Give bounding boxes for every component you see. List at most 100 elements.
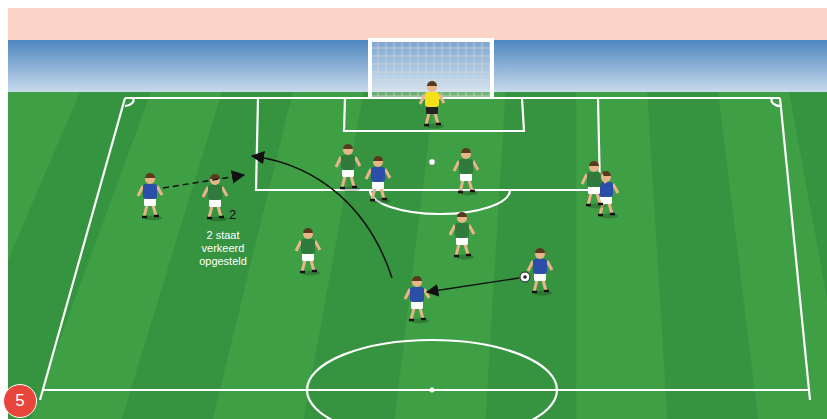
header-band: [8, 8, 827, 40]
ball: [520, 272, 530, 282]
blue-player: [405, 276, 429, 324]
boots: [598, 214, 615, 215]
head: [373, 157, 383, 167]
net-line: [442, 40, 443, 98]
net-line: [402, 40, 403, 98]
head: [427, 82, 437, 92]
pass-arrow: [252, 156, 392, 278]
shorts: [342, 169, 354, 177]
blue-player: [366, 156, 390, 204]
pass-arrow: [427, 278, 519, 292]
net-line: [370, 64, 492, 65]
shirt: [410, 287, 424, 302]
net-line: [370, 48, 492, 49]
head: [343, 145, 353, 155]
net-line: [466, 40, 467, 98]
step-number-circle: 5: [3, 384, 37, 418]
shorts: [588, 186, 600, 194]
hair: [457, 212, 467, 217]
net-line: [370, 80, 492, 81]
boots: [586, 204, 603, 205]
shorts: [426, 106, 438, 114]
hair: [145, 173, 155, 178]
hair: [427, 81, 437, 86]
grass-stripe: [485, 92, 576, 419]
centre-circle: [307, 340, 557, 419]
blue-player: [138, 173, 162, 221]
right-sideline: [780, 98, 810, 400]
shorts: [460, 173, 472, 181]
grass: [0, 92, 827, 419]
ball: [429, 159, 435, 165]
corner-arc: [125, 98, 134, 106]
net-line: [482, 40, 483, 98]
net-line: [394, 40, 395, 98]
goal-frame: [370, 40, 492, 98]
green-player: [296, 228, 320, 276]
boots: [454, 255, 471, 256]
net-line: [474, 40, 475, 98]
blue-player: [528, 248, 552, 296]
head: [535, 249, 545, 259]
green-player: [450, 212, 474, 260]
shirt: [371, 167, 385, 182]
hair: [343, 144, 353, 149]
shirt: [599, 182, 613, 197]
hair: [373, 156, 383, 161]
shirt: [587, 172, 601, 187]
shorts: [534, 273, 546, 281]
hair: [535, 248, 545, 253]
boots: [142, 216, 159, 217]
top-margin: [0, 0, 827, 8]
boots: [300, 271, 317, 272]
net-line: [378, 40, 379, 98]
hair: [303, 228, 313, 233]
shirt: [208, 185, 222, 200]
goal: [370, 40, 492, 98]
shorts: [144, 198, 156, 206]
penalty-arc: [370, 190, 510, 214]
hair: [210, 174, 220, 179]
boots: [340, 187, 357, 188]
boots: [424, 124, 441, 125]
green-player: [582, 161, 606, 209]
hair: [461, 148, 471, 153]
grass-stripe: [647, 92, 758, 419]
penalty-area: [256, 98, 600, 190]
note: 2 staat verkeerd opgesteld: [191, 229, 255, 269]
net-line: [386, 40, 387, 98]
ball: [520, 272, 530, 282]
goal-net: [370, 40, 492, 98]
corner-arc: [771, 98, 781, 106]
boots: [207, 217, 224, 218]
run-arrow: [163, 175, 244, 188]
net-line: [370, 72, 492, 73]
boots: [532, 291, 549, 292]
net-line: [418, 40, 419, 98]
net-line: [450, 40, 451, 98]
head: [412, 277, 422, 287]
step-number: 5: [15, 391, 24, 411]
shorts: [209, 199, 221, 207]
player-number: 2: [229, 207, 249, 223]
shirt: [459, 159, 473, 174]
grass-stripe: [122, 92, 293, 419]
grass-stripe: [304, 92, 435, 419]
grass-stripe: [0, 92, 151, 419]
boots: [370, 199, 387, 200]
hair: [589, 161, 599, 166]
boots: [458, 191, 475, 192]
ball-patch: [523, 275, 527, 279]
left-sideline: [40, 98, 125, 400]
goalkeeper: [420, 81, 444, 129]
shorts: [411, 301, 423, 309]
shorts: [302, 253, 314, 261]
pitch-lines: [40, 98, 810, 419]
net-line: [370, 56, 492, 57]
head: [457, 213, 467, 223]
shirt: [533, 259, 547, 274]
halfway-line: [42, 389, 810, 391]
net-line: [426, 40, 427, 98]
